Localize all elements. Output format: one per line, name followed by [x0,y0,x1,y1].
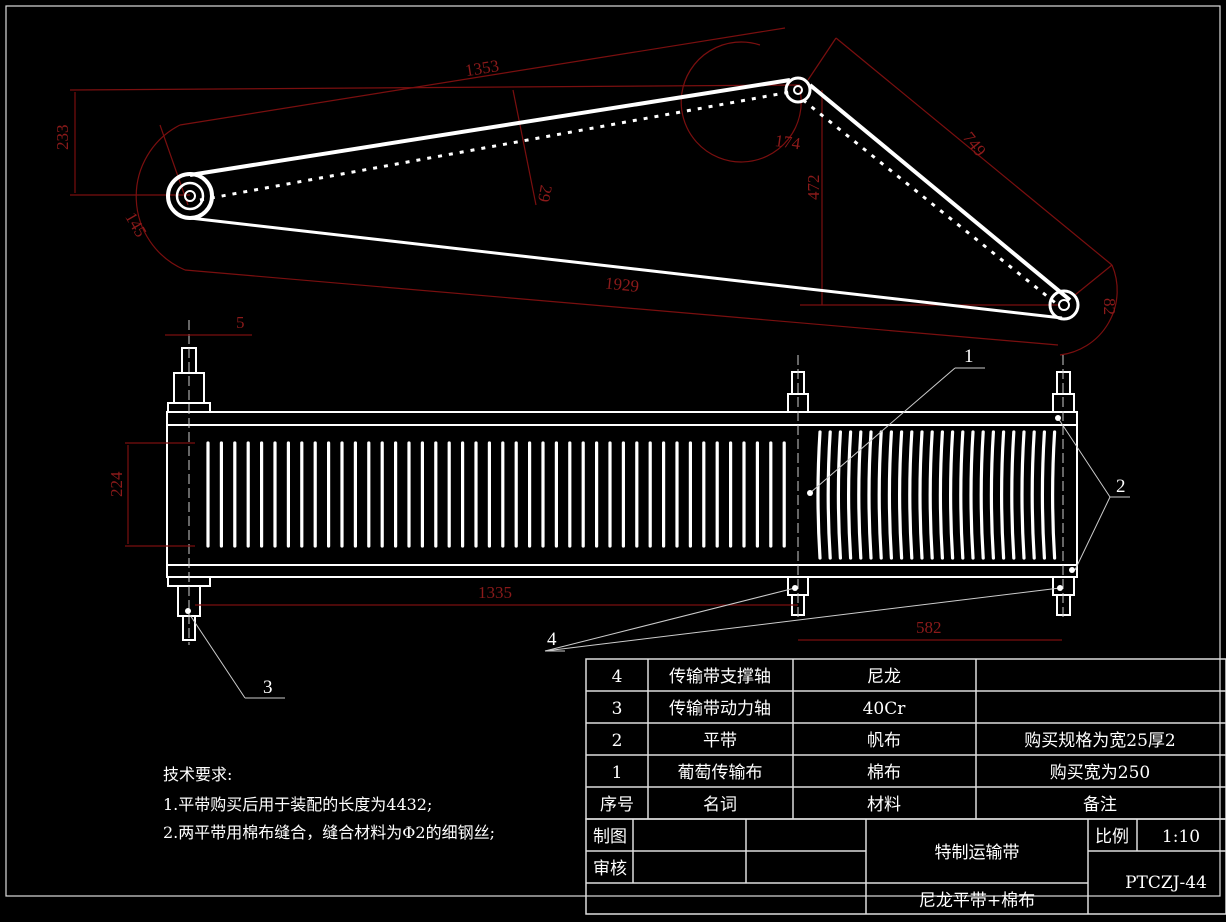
callout-2: 2 [1116,476,1126,497]
row-1-no: 1 [612,763,623,783]
belt-slat [1010,430,1016,560]
row-2-material: 帆布 [867,731,901,751]
left-pulley [166,172,214,220]
row-1-name: 葡萄传输布 [678,763,763,783]
dim-582: 582 [916,618,942,637]
tech-req-item-1: 1.平带购买后用于装配的长度为4432; [163,795,432,814]
belt-slat [979,430,985,560]
row-3-name: 传输带动力轴 [669,699,771,719]
parts-table-text: 4 传输带支撑轴 尼龙 3 传输带动力轴 40Cr 2 平带 帆布 购买规格为宽… [593,667,1207,911]
belt-slat [857,430,863,560]
callout-1: 1 [964,346,974,367]
belt-slat [989,430,995,560]
row-3-no: 3 [612,699,623,719]
belt-slat [898,430,904,560]
belt-slat [1040,430,1046,560]
tech-req-heading: 技术要求: [163,765,232,784]
drawn-label: 制图 [593,827,627,847]
belt-slat [949,430,955,560]
row-1-material: 棉布 [867,763,901,783]
belt-slats [206,430,1057,560]
header-no: 序号 [600,795,634,815]
dim-233: 233 [53,125,72,151]
belt-slat [836,430,842,560]
top-pulley [784,76,812,104]
scale-label: 比例 [1095,827,1129,847]
header-note: 备注 [1083,795,1117,815]
table-row: 1 葡萄传输布 棉布 购买宽为250 [612,763,1151,783]
header-name: 名词 [703,795,737,815]
row-3-material: 40Cr [863,699,907,719]
table-row: 4 传输带支撑轴 尼龙 [612,667,901,687]
row-2-no: 2 [612,731,623,751]
belt-slat [847,430,853,560]
belt-slat [918,430,924,560]
belt-slat [928,430,934,560]
header-material: 材料 [867,795,901,815]
drawing-number: PTCZJ-44 [1125,873,1207,893]
belt-slat [959,430,965,560]
belt-slat [1000,430,1006,560]
belt-slat [816,430,822,560]
parts-table [585,658,1226,915]
row-4-name: 传输带支撑轴 [669,667,771,687]
dim-29: 29 [534,184,556,204]
dim-1353: 1353 [464,56,501,80]
belt-slat [826,430,832,560]
belt-slat [887,430,893,560]
row-2-note: 购买规格为宽25厚2 [1024,731,1175,751]
checked-label: 审核 [593,859,627,879]
table-row: 3 传输带动力轴 40Cr [612,699,907,719]
tech-req-item-2: 2.两平带用棉布缝合，缝合材料为Φ2的细钢丝; [163,823,495,842]
callout-4: 4 [547,629,557,650]
right-pulley [1048,289,1080,321]
table-row: 2 平带 帆布 购买规格为宽25厚2 [612,731,1176,751]
belt-slat [969,430,975,560]
technical-requirements: 技术要求: 1.平带购买后用于装配的长度为4432; 2.两平带用棉布缝合，缝合… [163,765,495,842]
row-1-note: 购买宽为250 [1050,763,1150,783]
dim-174: 174 [774,131,802,153]
drawing-material: 尼龙平带+棉布 [919,891,1035,911]
belt-slat [1020,430,1026,560]
drawing-frame [5,5,1221,897]
dim-749: 749 [959,128,990,160]
row-2-name: 平带 [703,731,737,751]
belt-slat [1030,430,1036,560]
dim-5: 5 [236,313,245,332]
dim-1929: 1929 [604,273,640,295]
top-view: 5 224 1335 582 1 2 3 4 [107,313,1130,699]
scale-value: 1:10 [1162,827,1200,847]
dim-472: 472 [804,175,823,201]
belt-slat [908,430,914,560]
dim-224: 224 [107,471,126,497]
callout-3: 3 [263,677,273,698]
row-4-no: 4 [612,667,623,687]
belt-slat [1051,430,1057,560]
belt-slat [938,430,944,560]
belt-slat [867,430,873,560]
dim-1335: 1335 [478,583,512,602]
row-4-material: 尼龙 [867,667,901,687]
drawing-title: 特制运输带 [935,843,1020,863]
side-view: 1353 233 145 29 174 472 749 82 1929 [53,27,1119,356]
belt-slat [877,430,883,560]
dim-82: 82 [1100,298,1119,315]
table-header: 序号 名词 材料 备注 [600,795,1117,815]
